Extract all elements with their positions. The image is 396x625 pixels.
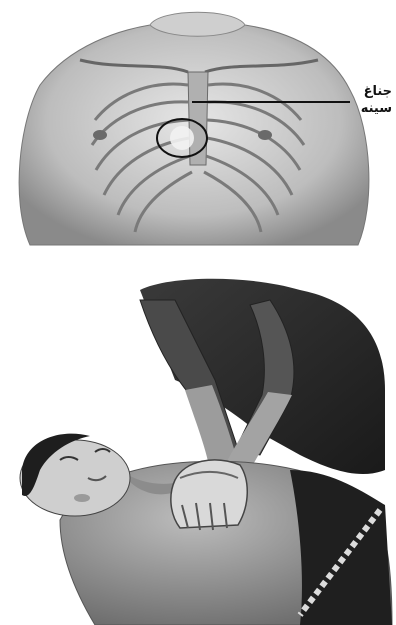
patient-head (20, 434, 130, 516)
compression-point-highlight (170, 126, 194, 150)
interlocked-hands (171, 460, 247, 530)
cpr-scene (20, 279, 392, 625)
sternum-label: جناغ سینه (344, 83, 392, 117)
torso-illustration (19, 12, 369, 245)
